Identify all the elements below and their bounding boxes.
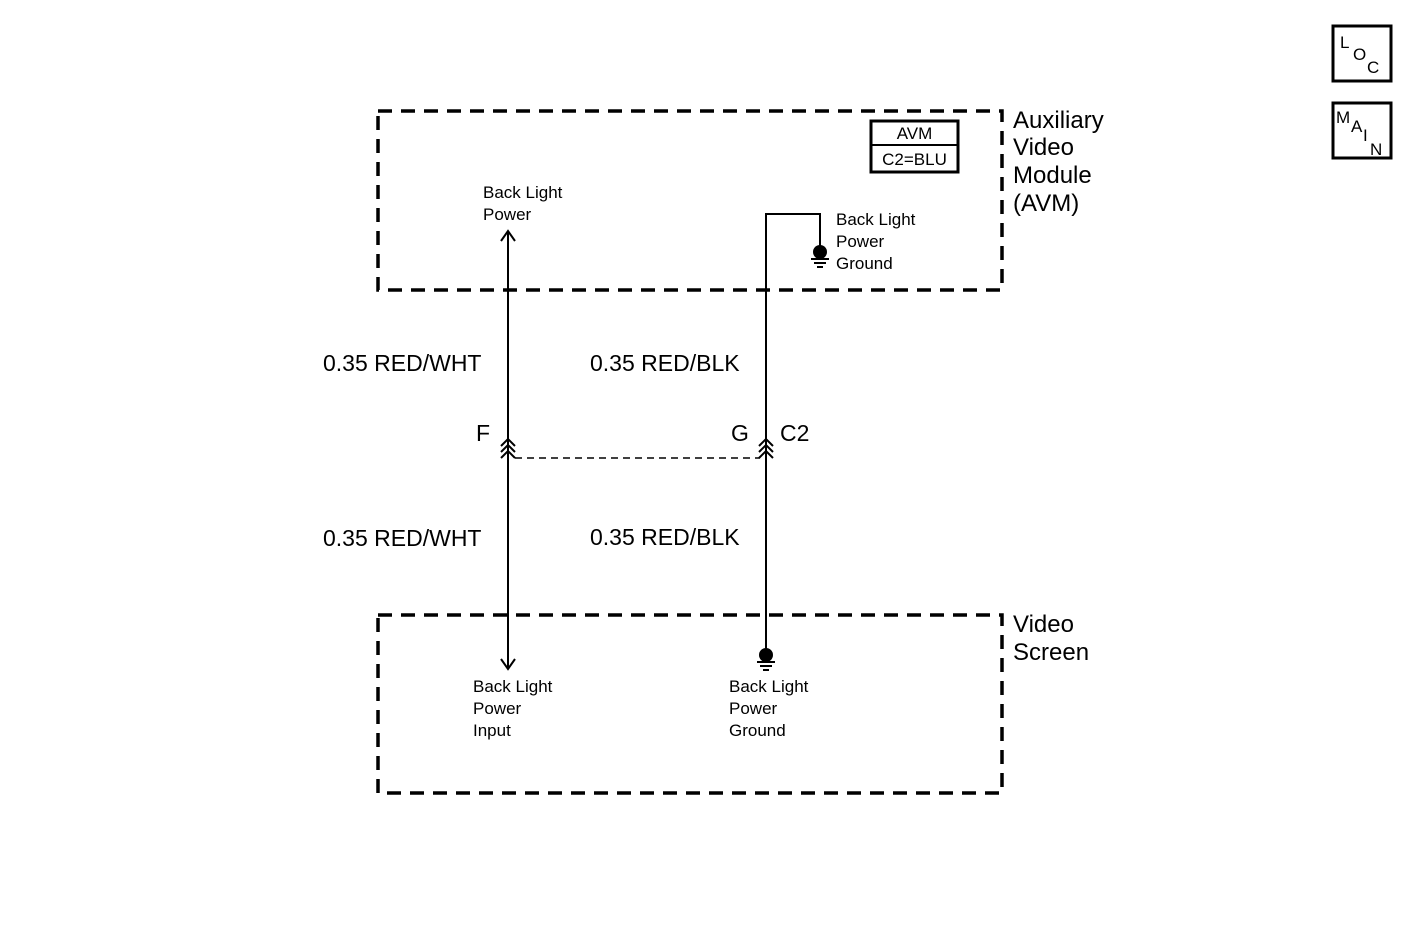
avm-title-line-1: Auxiliary [1013,107,1104,134]
label-line: Ground [836,254,893,273]
loc-button[interactable]: L O C [1331,24,1393,83]
main-letter-3: I [1363,126,1368,145]
loc-letter-3: C [1367,58,1379,77]
avm-title-line-4: (AVM) [1013,190,1079,217]
connector-terminal-f-icon [500,437,516,459]
label-line: Power [473,699,522,718]
wire-label-upper-right: 0.35 RED/BLK [590,350,740,376]
avm-title-line-2: Video [1013,134,1074,161]
label-line: Ground [729,721,786,740]
main-letter-4: N [1370,140,1382,159]
pin-label-g: G [731,420,749,446]
label-line: Input [473,721,511,740]
avm-back-light-power-label: Back Light Power [483,183,563,224]
ground-icon [757,648,775,671]
wire-red-blk [765,213,821,650]
main-letter-1: M [1336,108,1350,127]
avm-title: Auxiliary Video Module (AVM) [1013,107,1104,217]
label-line: Back Light [473,677,553,696]
avm-badge-name: AVM [897,124,933,143]
video-screen-title-line-1: Video [1013,611,1074,638]
label-line: Back Light [729,677,809,696]
video-back-light-power-ground-label: Back Light Power Ground [729,677,809,740]
avm-badge-connector: C2=BLU [882,150,947,169]
avm-module-box [376,109,1004,292]
ground-icon [811,245,829,268]
video-screen-box [376,613,1004,795]
video-back-light-power-input-label: Back Light Power Input [473,677,553,740]
arrow-down-icon [500,658,516,671]
avm-connector-badge: AVM C2=BLU [869,119,960,174]
main-button[interactable]: M A I N [1331,101,1393,160]
arrow-up-icon [500,229,516,242]
loc-letter-2: O [1353,45,1366,64]
pin-label-f: F [476,420,490,446]
loc-letter-1: L [1340,33,1349,52]
main-letter-2: A [1351,117,1363,136]
wire-label-lower-right: 0.35 RED/BLK [590,524,740,550]
label-line: Power [836,232,885,251]
label-line: Back Light [483,183,563,202]
label-line: Power [729,699,778,718]
connector-name: C2 [780,420,809,446]
avm-back-light-power-ground-label: Back Light Power Ground [836,210,916,273]
label-line: Power [483,205,532,224]
connector-terminal-g-icon [758,437,774,459]
avm-title-line-3: Module [1013,162,1092,189]
wire-label-upper-left: 0.35 RED/WHT [323,350,481,376]
label-line: Back Light [836,210,916,229]
video-screen-title-line-2: Screen [1013,639,1089,666]
video-screen-title: Video Screen [1013,611,1089,666]
wire-label-lower-left: 0.35 RED/WHT [323,525,481,551]
